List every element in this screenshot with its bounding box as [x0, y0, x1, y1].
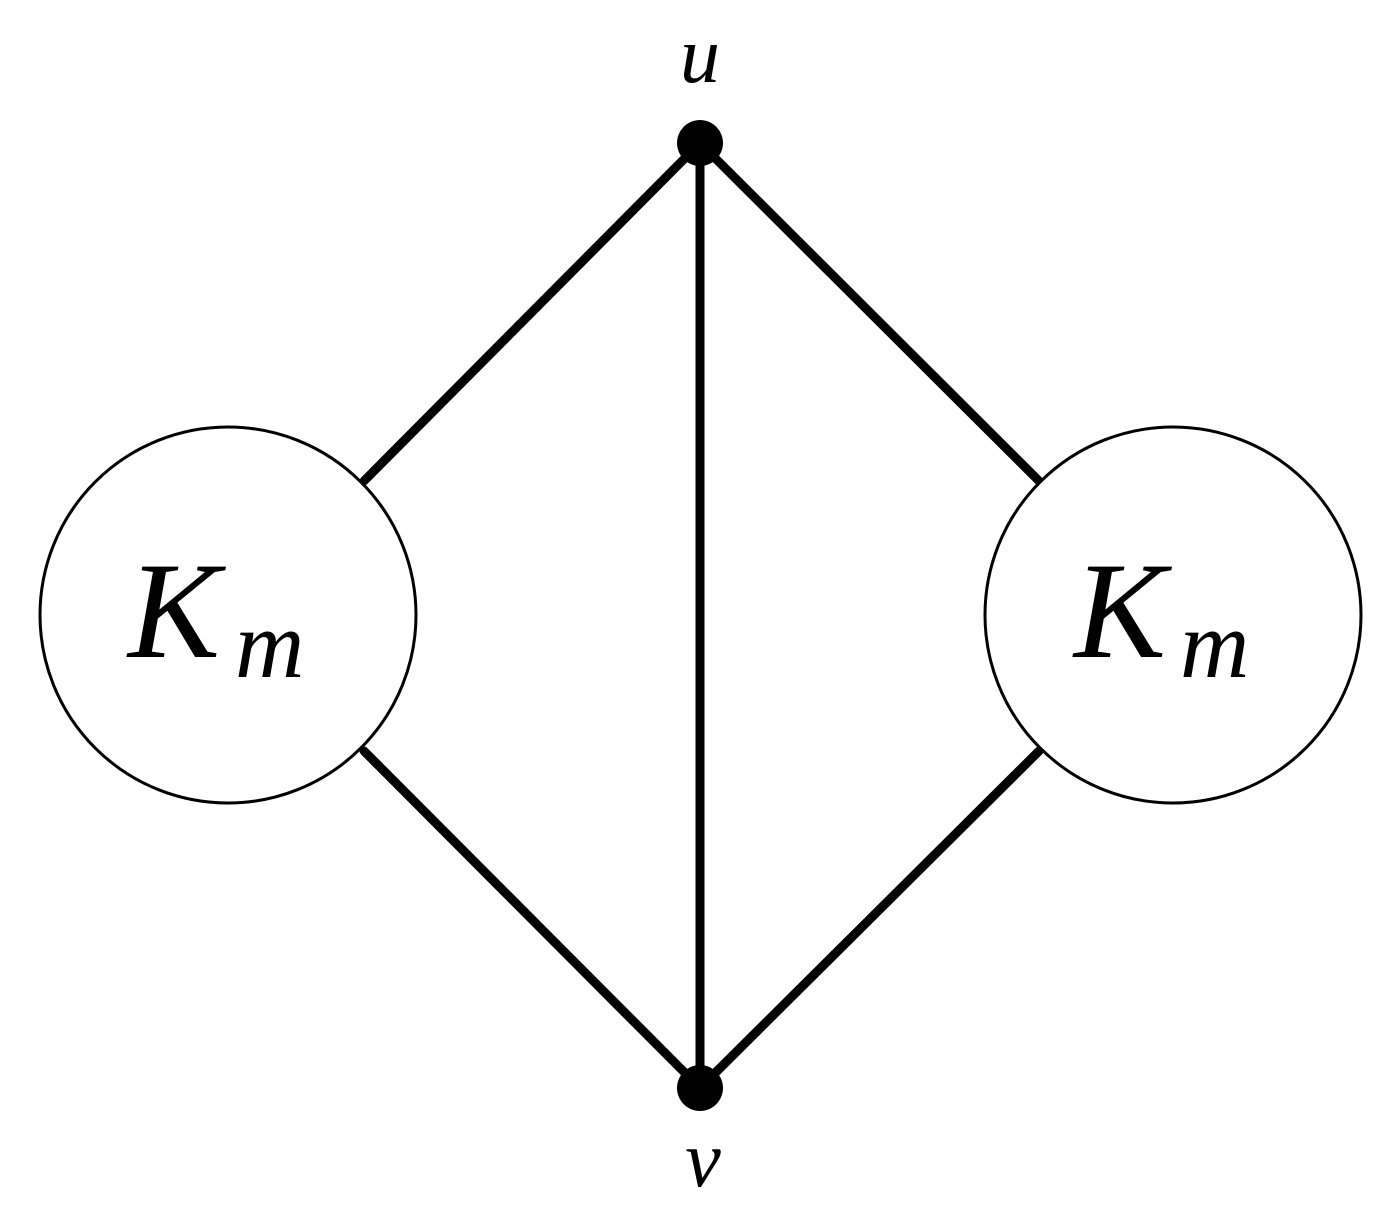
vertex-v-label: v	[685, 1116, 721, 1204]
vertex-v: v	[677, 1065, 723, 1204]
left-clique: K m	[38, 425, 418, 805]
vertex-u-label: u	[680, 12, 720, 100]
vertex-v-dot	[677, 1065, 723, 1111]
edge-left-clique-v	[359, 746, 705, 1093]
right-clique-label: K	[1072, 534, 1172, 687]
left-clique-circle	[38, 425, 418, 805]
left-clique-label: K	[126, 534, 226, 687]
edge-u-left-clique	[359, 138, 705, 486]
right-clique: K m	[983, 425, 1363, 805]
edge-right-clique-v	[695, 746, 1044, 1093]
vertex-u-dot	[677, 120, 723, 166]
vertex-u: u	[677, 12, 723, 166]
left-clique-subscript: m	[235, 591, 304, 698]
right-clique-subscript: m	[1180, 591, 1249, 698]
edge-u-right-clique	[695, 138, 1044, 486]
right-clique-circle	[983, 425, 1363, 805]
